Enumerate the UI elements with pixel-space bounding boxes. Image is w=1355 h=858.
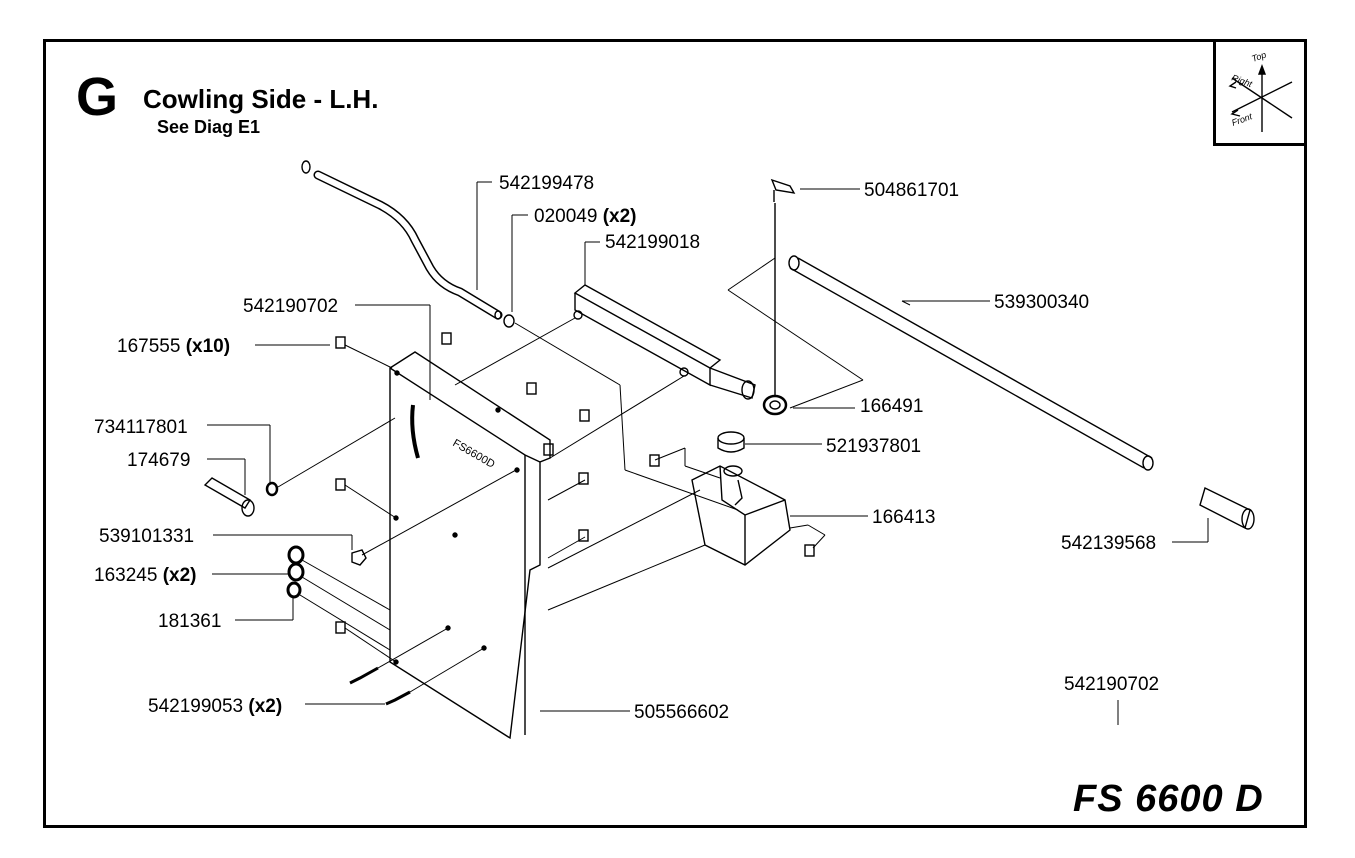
part-label: 167555 (x10) (117, 336, 230, 357)
part-label: 174679 (127, 450, 190, 471)
part-label: 181361 (158, 611, 221, 632)
part-label: 539300340 (994, 292, 1089, 313)
part-label: 166491 (860, 396, 923, 417)
washer-734117801 (265, 481, 279, 497)
bracket-part (573, 284, 756, 400)
elbow-fitting-part (770, 178, 796, 202)
section-letter: G (76, 67, 119, 127)
part-label: 542199053 (x2) (148, 696, 282, 717)
long-tube-part (788, 255, 1154, 471)
clip-nut-parts (335, 332, 815, 634)
assembly-lines (277, 257, 864, 693)
part-label: 542190702 (1064, 674, 1159, 695)
part-label: 166413 (872, 507, 935, 528)
part-label: 542190702 (243, 296, 338, 317)
cowling-panel-part: FS6600D (389, 351, 551, 740)
fuel-cap-part (717, 431, 745, 453)
diagram-title: Cowling Side - L.H. (143, 84, 379, 114)
part-label: 504861701 (864, 180, 959, 201)
nut-163245-b (287, 562, 305, 582)
knob-part (203, 477, 255, 517)
part-label: 163245 (x2) (94, 565, 196, 586)
part-label: 542139568 (1061, 533, 1156, 554)
part-labels: 542199478 020049 (x2) 542199018 50486170… (94, 173, 1159, 723)
part-label: 505566602 (634, 702, 729, 723)
part-label: 542199478 (499, 173, 594, 194)
part-label: 020049 (x2) (534, 206, 636, 227)
leader-lines (207, 181, 1209, 725)
orientation-box (1213, 42, 1307, 146)
nut-163245-a (287, 545, 305, 565)
washer-020049 (503, 314, 515, 328)
nut-181361 (286, 581, 302, 599)
curved-rod-part (301, 160, 503, 320)
part-label: 542199018 (605, 232, 700, 253)
part-label: 539101331 (99, 526, 194, 547)
orientation-top-label: Top (1250, 49, 1267, 63)
grommet-part (762, 394, 788, 416)
nut-part (351, 549, 367, 566)
part-label: 521937801 (826, 436, 921, 457)
panel-marking: FS6600D (451, 437, 497, 471)
orientation-front-label: Front (1230, 111, 1254, 128)
orientation-axes-icon: Top Right Front (1228, 49, 1293, 132)
grip-part (1199, 487, 1255, 530)
part-label: 734117801 (94, 417, 188, 438)
fuel-tank-part (691, 465, 791, 566)
diagram-frame (43, 39, 1307, 828)
model-name: FS 6600 D (1073, 778, 1264, 820)
diagram-subtitle: See Diag E1 (157, 117, 261, 137)
screw-a (349, 666, 379, 685)
screw-b (385, 690, 411, 706)
